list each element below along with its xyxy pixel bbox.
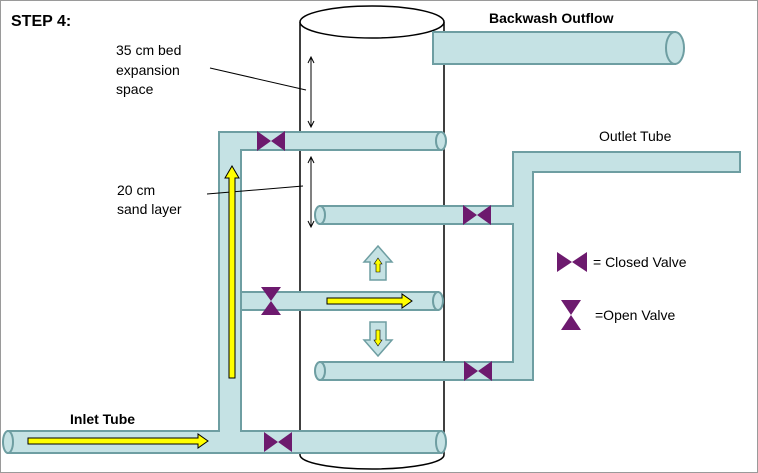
filter-column-top	[299, 5, 445, 39]
middle-branch-flow-arrow	[326, 293, 413, 309]
legend-closed-valve-icon	[557, 252, 587, 272]
inlet-riser	[218, 131, 442, 434]
sand-layer-pointer	[206, 185, 304, 195]
filter-column	[299, 22, 445, 455]
legend-closed-valve-label: = Closed Valve	[593, 254, 687, 270]
legend-open-valve-icon	[561, 300, 581, 330]
valves	[257, 131, 587, 452]
sand-layer-label-line2: sand layer	[117, 201, 182, 217]
measurement-markers	[206, 55, 315, 229]
bed-expansion-label-line2: expansion	[116, 62, 180, 78]
riser-flow-arrow	[224, 165, 240, 379]
inlet-flow-arrow	[27, 433, 209, 449]
backwash-outflow-tube	[432, 31, 676, 65]
closed-valve-inlet	[264, 432, 292, 452]
sand-layer-label-line1: 20 cm	[117, 182, 156, 198]
backwash-outflow-label: Backwash Outflow	[489, 10, 614, 26]
step-title: STEP 4:	[11, 13, 72, 30]
closed-valve-outlet-upper	[463, 205, 491, 225]
outlet-tube-network	[319, 151, 741, 381]
inlet-tube-label: Inlet Tube	[70, 411, 136, 427]
pipes	[2, 5, 741, 470]
open-valve-middle	[261, 287, 281, 315]
outlet-tube-label: Outlet Tube	[599, 128, 672, 144]
filter-column-bottom	[299, 454, 445, 470]
flow-arrows	[27, 165, 413, 449]
closed-valve-outlet-lower	[464, 361, 492, 381]
bed-expansion-label-line1: 35 cm bed	[116, 42, 182, 58]
closed-valve-top	[257, 131, 285, 151]
bed-expansion-label-line3: space	[116, 81, 154, 97]
bed-expansion-pointer	[209, 67, 307, 91]
legend-open-valve-label: =Open Valve	[595, 307, 676, 323]
flow-indicators	[362, 244, 394, 358]
